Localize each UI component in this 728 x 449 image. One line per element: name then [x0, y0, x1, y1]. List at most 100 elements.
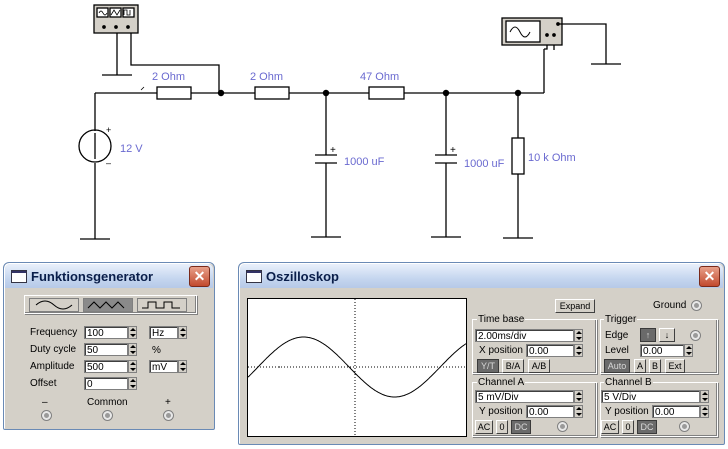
circuit-schematic: 2 Ohm 2 Ohm 47 Ohm 10 k Ohm 1000 uF 1000…: [78, 4, 621, 240]
level-input[interactable]: 0.00: [640, 344, 684, 357]
offset-label: Offset: [30, 378, 57, 389]
channel-a-y-position-spinner[interactable]: [574, 405, 583, 418]
frequency-spinner[interactable]: [128, 326, 137, 339]
capacitor-1-plus: +: [330, 145, 336, 156]
timebase-input[interactable]: 2.00ms/div: [475, 329, 574, 342]
channel-a-scale-spinner[interactable]: [574, 390, 583, 403]
source-voltage-label: 12 V: [120, 143, 143, 155]
channel-a-ac-button[interactable]: AC: [475, 420, 493, 434]
source-minus-sign: –: [106, 158, 111, 168]
amplitude-spinner[interactable]: [128, 360, 137, 373]
x-position-input[interactable]: 0.00: [526, 344, 574, 357]
frequency-unit-spinner[interactable]: [178, 326, 187, 339]
channel-a-terminal[interactable]: [557, 421, 568, 432]
trigger-b-button[interactable]: B: [649, 359, 661, 373]
frequency-label: Frequency: [30, 327, 78, 338]
close-button[interactable]: ✕: [189, 266, 210, 287]
amplitude-unit-spinner[interactable]: [178, 360, 187, 373]
mode-yt-button[interactable]: Y/T: [477, 359, 499, 373]
x-position-label: X position: [479, 345, 523, 356]
sine-wave-button[interactable]: [29, 298, 79, 312]
duty-cycle-input[interactable]: 50: [84, 343, 128, 356]
trigger-label: Trigger: [604, 314, 638, 325]
resistor-r1: [156, 86, 192, 100]
channel-b-y-position-input[interactable]: 0.00: [652, 405, 700, 418]
amplitude-unit-select[interactable]: mV: [149, 360, 178, 373]
channel-a-label: Channel A: [477, 377, 526, 388]
triangle-wave-icon: [87, 301, 125, 309]
channel-b-y-position-label: Y position: [605, 406, 649, 417]
plus-terminal-label: +: [165, 397, 171, 408]
frequency-input[interactable]: 100: [84, 326, 128, 339]
ground-terminal[interactable]: [691, 300, 702, 311]
function-generator-title: Funktionsgenerator: [31, 269, 154, 284]
plus-terminal[interactable]: [163, 410, 174, 421]
amplitude-label: Amplitude: [30, 361, 75, 372]
waveform-selector: [24, 295, 197, 314]
channel-a-scale-input[interactable]: 5 mV/Div: [475, 390, 574, 403]
channel-a-trace: [247, 336, 467, 398]
offset-input[interactable]: 0: [84, 377, 128, 390]
trigger-group: [600, 319, 718, 374]
resistor-r3: [368, 86, 405, 100]
x-position-spinner[interactable]: [574, 344, 583, 357]
resistor-r2-label: 2 Ohm: [250, 71, 283, 83]
resistor-r2: [254, 86, 290, 100]
timebase-spinner[interactable]: [574, 329, 583, 342]
channel-b-group: [600, 382, 718, 437]
level-label: Level: [605, 345, 629, 356]
resistor-r3-label: 47 Ohm: [360, 71, 399, 83]
amplitude-input[interactable]: 500: [84, 360, 128, 373]
dc-voltage-source: [78, 129, 112, 163]
window-icon: [246, 270, 262, 283]
offset-spinner[interactable]: [128, 377, 137, 390]
timebase-label: Time base: [477, 314, 526, 325]
capacitor-2-label: 1000 uF: [464, 158, 505, 170]
oscilloscope-title: Oszilloskop: [266, 269, 339, 284]
channel-b-scale-spinner[interactable]: [700, 390, 709, 403]
channel-b-terminal[interactable]: [679, 421, 690, 432]
expand-button[interactable]: Expand: [555, 299, 595, 313]
edge-rising-button[interactable]: ↑: [640, 328, 656, 342]
channel-b-ac-button[interactable]: AC: [601, 420, 619, 434]
function-generator-instrument[interactable]: [93, 4, 139, 34]
channel-b-zero-button[interactable]: 0: [622, 420, 634, 434]
square-wave-icon: [142, 301, 180, 309]
level-spinner[interactable]: [684, 344, 693, 357]
edge-falling-button[interactable]: ↓: [659, 328, 675, 342]
square-wave-button[interactable]: [137, 298, 187, 312]
trigger-terminal[interactable]: [690, 330, 701, 341]
channel-b-scale-input[interactable]: 5 V/Div: [601, 390, 700, 403]
close-button[interactable]: ✕: [699, 266, 720, 287]
mode-ab-button[interactable]: A/B: [528, 359, 550, 373]
duty-cycle-spinner[interactable]: [128, 343, 137, 356]
minus-terminal-label: –: [42, 397, 48, 408]
duty-cycle-unit: %: [152, 345, 161, 356]
channel-b-y-position-spinner[interactable]: [700, 405, 709, 418]
capacitor-1-label: 1000 uF: [344, 156, 385, 168]
mode-ba-button[interactable]: B/A: [502, 359, 524, 373]
function-generator-titlebar[interactable]: Funktionsgenerator ✕: [5, 264, 213, 288]
capacitor-2-plus: +: [450, 145, 456, 156]
channel-a-dc-button[interactable]: DC: [511, 420, 531, 434]
trigger-a-button[interactable]: A: [634, 359, 646, 373]
sine-wave-icon: [35, 300, 73, 310]
minus-terminal[interactable]: [41, 410, 52, 421]
oscilloscope-window: Oszilloskop ✕ Expand Ground Time base 2.…: [238, 262, 725, 445]
waveform-display: [247, 299, 467, 436]
triangle-wave-button[interactable]: [83, 298, 133, 312]
oscilloscope-instrument[interactable]: [501, 17, 563, 46]
resistor-r1-label: 2 Ohm: [152, 71, 185, 83]
oscilloscope-titlebar[interactable]: Oszilloskop ✕: [240, 264, 723, 288]
channel-a-zero-button[interactable]: 0: [496, 420, 508, 434]
source-plus-sign: +: [106, 125, 111, 135]
resistor-load-label: 10 k Ohm: [528, 152, 576, 164]
frequency-unit-select[interactable]: Hz: [149, 326, 178, 339]
channel-a-y-position-input[interactable]: 0.00: [526, 405, 574, 418]
oscilloscope-screen: [247, 298, 467, 437]
channel-b-dc-button[interactable]: DC: [637, 420, 657, 434]
window-icon: [11, 270, 27, 283]
common-terminal[interactable]: [102, 410, 113, 421]
trigger-auto-button[interactable]: Auto: [604, 359, 630, 373]
trigger-ext-button[interactable]: Ext: [665, 359, 685, 373]
